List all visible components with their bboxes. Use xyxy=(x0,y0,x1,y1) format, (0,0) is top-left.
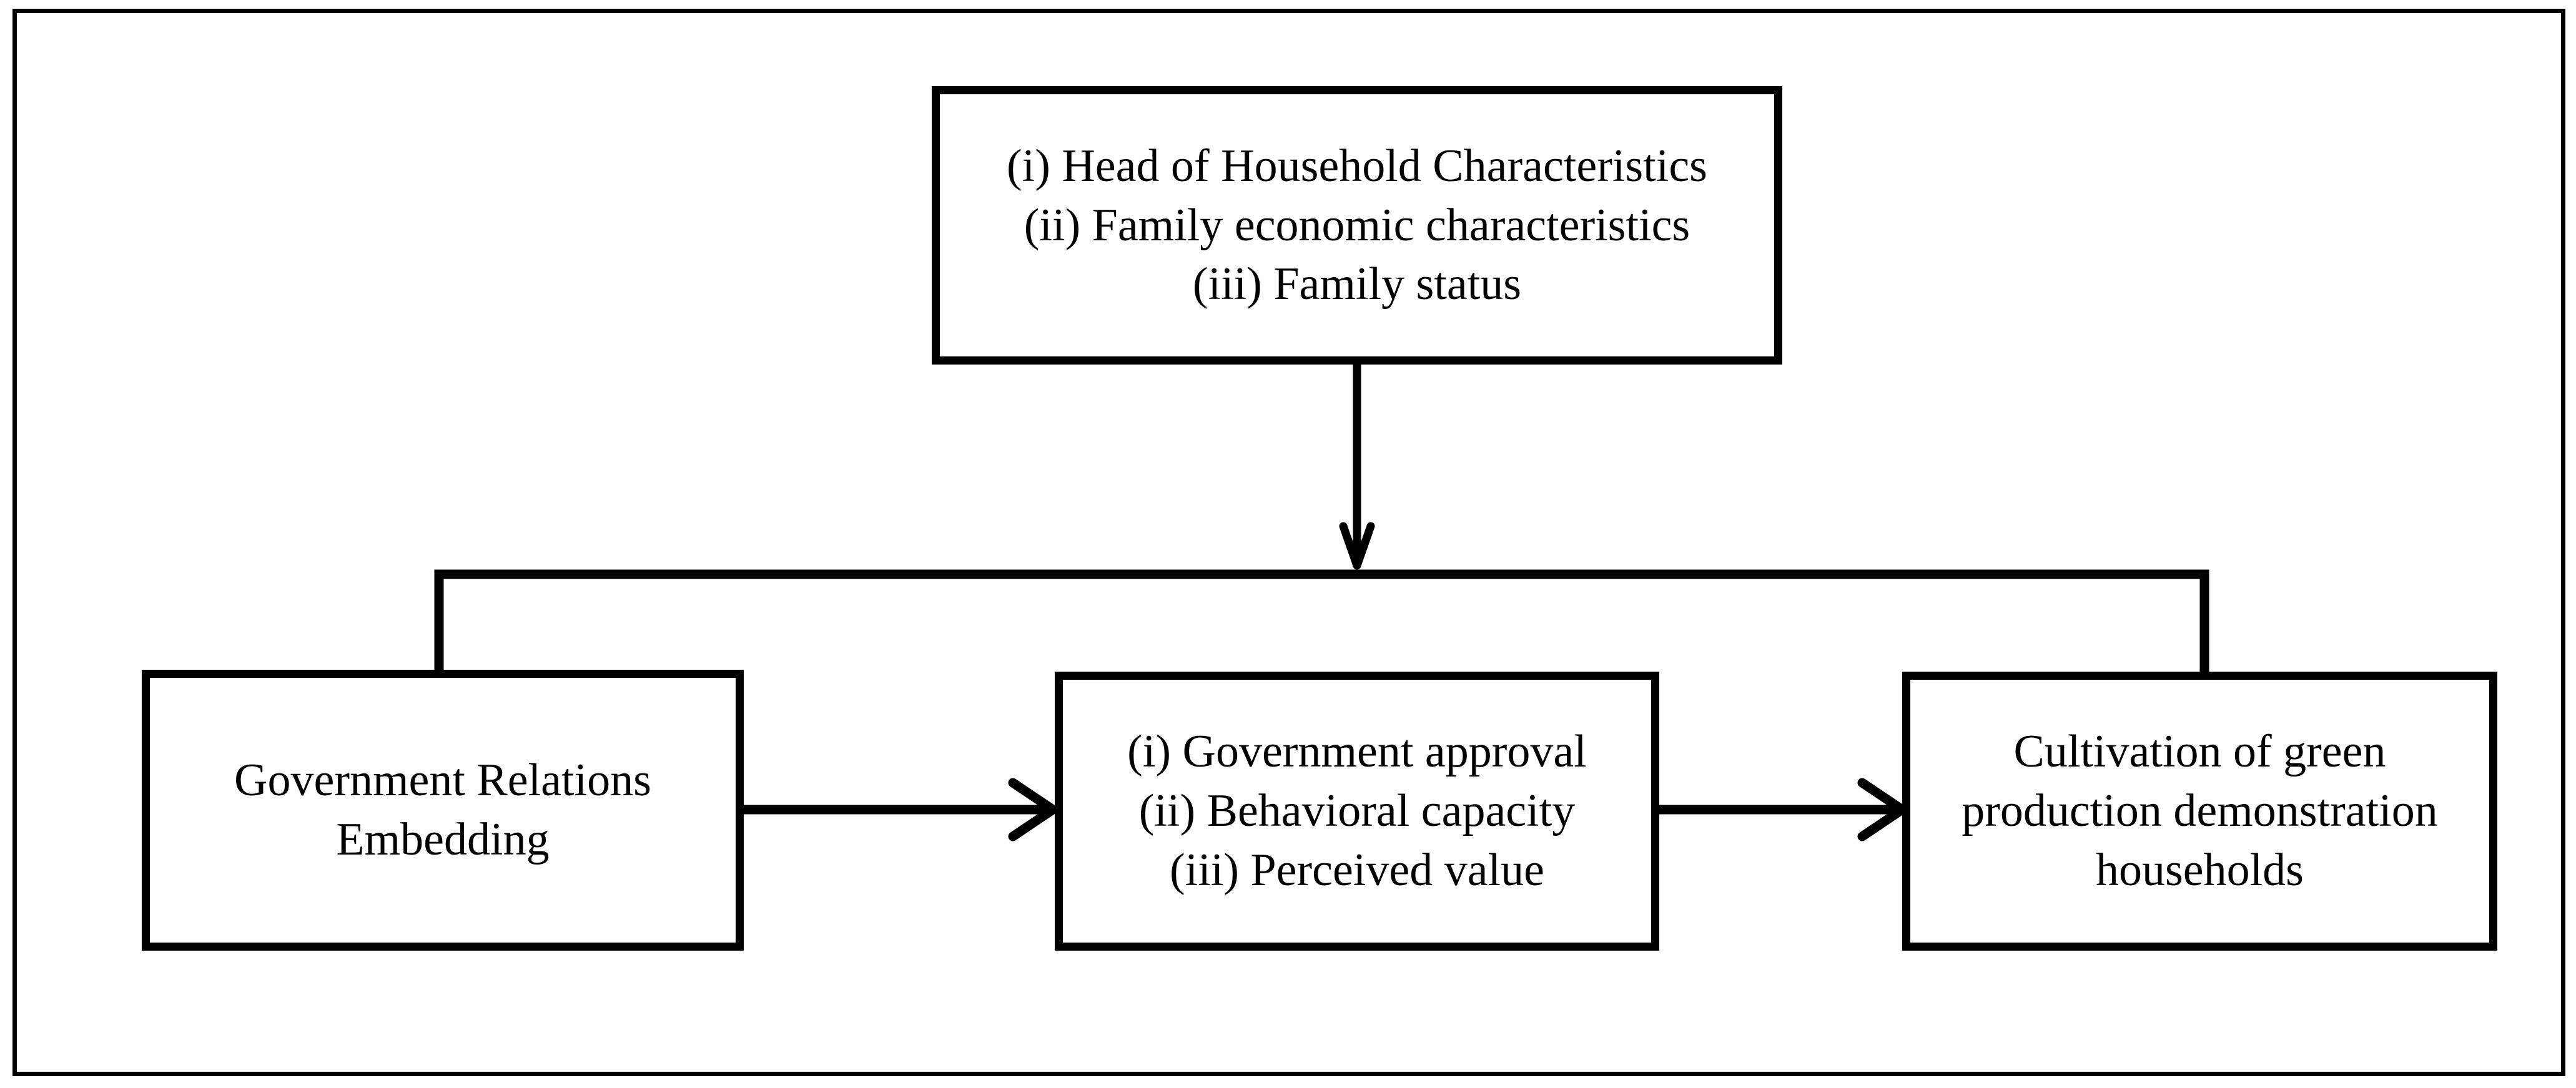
box-outcome-households: Cultivation of green production demonstr… xyxy=(1902,672,2497,951)
right-arrowhead-icon xyxy=(1008,778,1058,841)
box-outcome-households-text: Cultivation of green production demonstr… xyxy=(1962,726,2438,896)
box-government-relations-embedding: Government Relations Embedding xyxy=(142,670,744,951)
box-mediating-factors-text: (i) Government approval (ii) Behavioral … xyxy=(1127,726,1587,896)
box-household-characteristics-text: (i) Head of Household Characteristics (i… xyxy=(1007,140,1707,310)
box-government-relations-embedding-text: Government Relations Embedding xyxy=(234,755,651,865)
box-mediating-factors: (i) Government approval (ii) Behavioral … xyxy=(1055,672,1659,951)
down-arrowhead-icon xyxy=(1339,522,1375,570)
bracket-connector-line xyxy=(434,569,2209,675)
box-household-characteristics: (i) Head of Household Characteristics (i… xyxy=(932,86,1782,365)
figure-border xyxy=(12,9,2565,1076)
